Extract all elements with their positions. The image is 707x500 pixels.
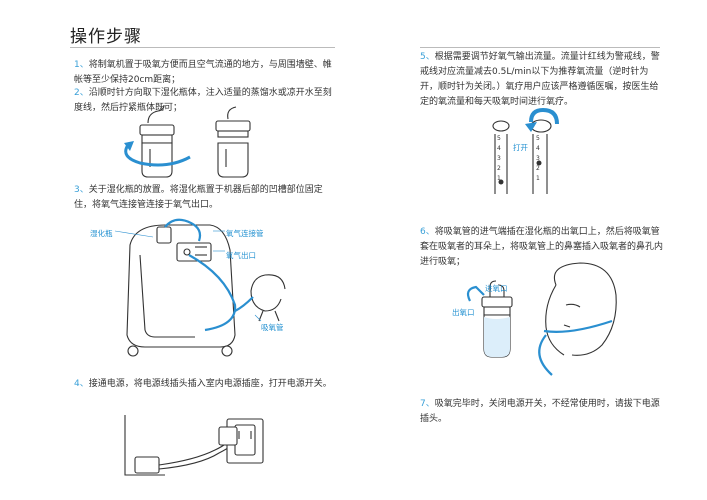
step-2-text: 沿顺时针方向取下湿化瓶体，注入适量的蒸馏水或凉开水至刻度线，然后拧紧瓶体既可； bbox=[74, 88, 332, 113]
scale-4: 4 bbox=[536, 145, 540, 152]
step-1-number: 1、 bbox=[74, 60, 89, 70]
step-3-number: 3、 bbox=[74, 185, 89, 195]
step-7-text: 吸氧完毕时，关闭电源开关，不经常使用时，请拔下电源插头。 bbox=[420, 399, 660, 424]
label-oxygen-out: 出氧口 bbox=[452, 308, 475, 317]
label-oxygen-tube-connect: 氧气连接管 bbox=[226, 229, 264, 238]
step-5-number: 5、 bbox=[420, 52, 435, 62]
label-humidifier: 湿化瓶 bbox=[90, 229, 113, 238]
title-divider bbox=[70, 47, 335, 48]
label-open: 打开 bbox=[513, 143, 528, 152]
flowmeter-scale-left: 5 4 3 2 1 bbox=[497, 134, 501, 184]
scale-5: 5 bbox=[497, 135, 501, 142]
step-3: 3、关于湿化瓶的放置。将湿化瓶置于机器后部的凹槽部位固定住，将氧气连接管连接于氧… bbox=[74, 183, 336, 213]
scale-1: 1 bbox=[497, 175, 501, 182]
scale-2: 2 bbox=[497, 165, 501, 172]
step-5: 5、根据需要调节好氧气输出流量。流量计红线为警戒线，警戒线对应流量减去0.5L/… bbox=[420, 50, 665, 110]
step-1-text: 将制氧机置于吸氧方便而且空气流通的地方，与周围墙壁、帷帐等至少保持20cm距离； bbox=[74, 60, 332, 85]
humidifier-bottles-illustration bbox=[124, 104, 251, 178]
step-4: 4、接通电源，将电源线插头插入室内电源插座，打开电源开关。 bbox=[74, 377, 336, 392]
humidifier-face-illustration bbox=[466, 262, 617, 376]
step-7: 7、吸氧完毕时，关闭电源开关，不经常使用时，请拔下电源插头。 bbox=[420, 397, 665, 427]
oxygen-concentrator-illustration bbox=[114, 218, 286, 357]
label-nasal-tube: 吸氧管 bbox=[261, 323, 284, 332]
step-3-text: 关于湿化瓶的放置。将湿化瓶置于机器后部的凹槽部位固定住，将氧气连接管连接于氧气出… bbox=[74, 185, 323, 210]
step-1: 1、将制氧机置于吸氧方便而且空气流通的地方，与周围墙壁、帷帐等至少保持20cm距… bbox=[74, 58, 336, 88]
scale-1: 1 bbox=[536, 175, 540, 182]
step-6: 6、将吸氧管的进气端插在湿化瓶的出氧口上，然后将吸氧管套在吸氧者的耳朵上，将吸氧… bbox=[420, 225, 665, 270]
step-4-text: 接通电源，将电源线插头插入室内电源插座，打开电源开关。 bbox=[88, 379, 332, 389]
scale-2: 2 bbox=[536, 165, 540, 172]
flowmeter-illustration bbox=[492, 107, 559, 194]
label-oxygen-inlet: 进氧口 bbox=[485, 284, 508, 293]
step-2: 2、沿顺时针方向取下湿化瓶体，注入适量的蒸馏水或凉开水至刻度线，然后拧紧瓶体既可… bbox=[74, 86, 336, 116]
scale-5: 5 bbox=[536, 135, 540, 142]
scale-3: 3 bbox=[536, 155, 540, 162]
step-5-text: 根据需要调节好氧气输出流量。流量计红线为警戒线，警戒线对应流量减去0.5L/mi… bbox=[420, 52, 660, 107]
step-2-number: 2、 bbox=[74, 88, 89, 98]
step-6-number: 6、 bbox=[420, 227, 435, 237]
page-title: 操作步骤 bbox=[70, 27, 142, 47]
label-oxygen-outlet: 氧气出口 bbox=[226, 251, 256, 260]
scale-4: 4 bbox=[497, 145, 501, 152]
scale-3: 3 bbox=[497, 155, 501, 162]
step-6-text: 将吸氧管的进气端插在湿化瓶的出氧口上，然后将吸氧管套在吸氧者的耳朵上，将吸氧管上… bbox=[420, 227, 664, 267]
step-4-number: 4、 bbox=[74, 379, 89, 389]
flowmeter-scale-right: 5 4 3 2 1 bbox=[536, 134, 540, 184]
power-plug-illustration bbox=[124, 415, 264, 476]
step-7-number: 7、 bbox=[420, 399, 435, 409]
right-column-divider bbox=[420, 47, 660, 48]
